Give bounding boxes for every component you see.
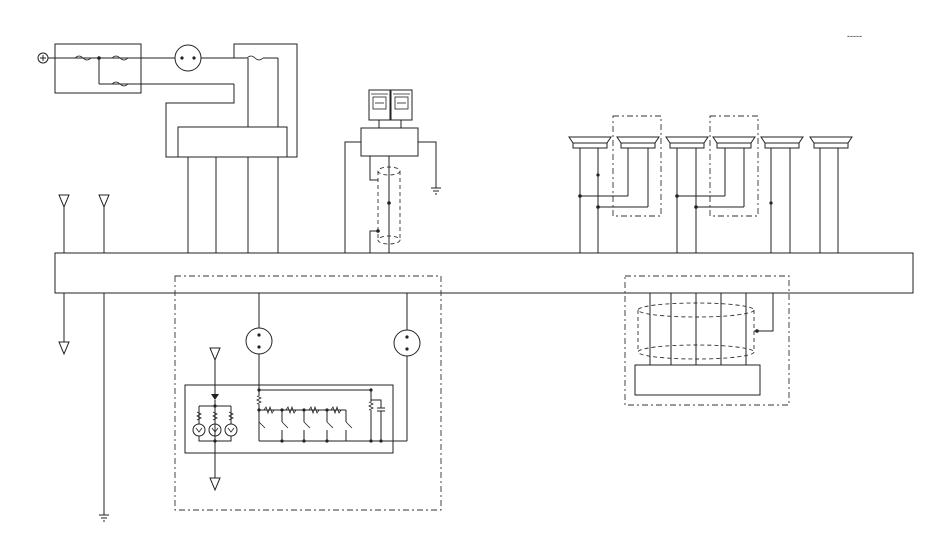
antenna-left-1 <box>58 194 70 253</box>
shielded-connector-right <box>624 275 790 406</box>
sensor-circle-top <box>174 44 202 72</box>
connector-block-right <box>634 364 761 396</box>
switch-panel <box>184 347 407 492</box>
ground-symbol-top <box>431 187 441 195</box>
fuse-relay-block <box>54 43 142 94</box>
antenna-left-2 <box>98 194 110 253</box>
shielded-cable-top <box>369 156 401 253</box>
relay-switch-pair <box>360 89 419 157</box>
left-speaker-circle <box>245 293 273 390</box>
corner-mark: ----- <box>847 31 862 41</box>
antenna-left-bottom <box>58 293 70 356</box>
audio-module-enclosure <box>174 275 442 511</box>
shielded-bundle <box>637 293 774 365</box>
junction-box <box>165 43 298 158</box>
main-control-unit <box>54 252 914 294</box>
ground-symbol <box>99 293 109 522</box>
power-source-icon <box>37 52 75 64</box>
speaker-row <box>568 115 853 253</box>
right-speaker-circle <box>393 293 421 441</box>
